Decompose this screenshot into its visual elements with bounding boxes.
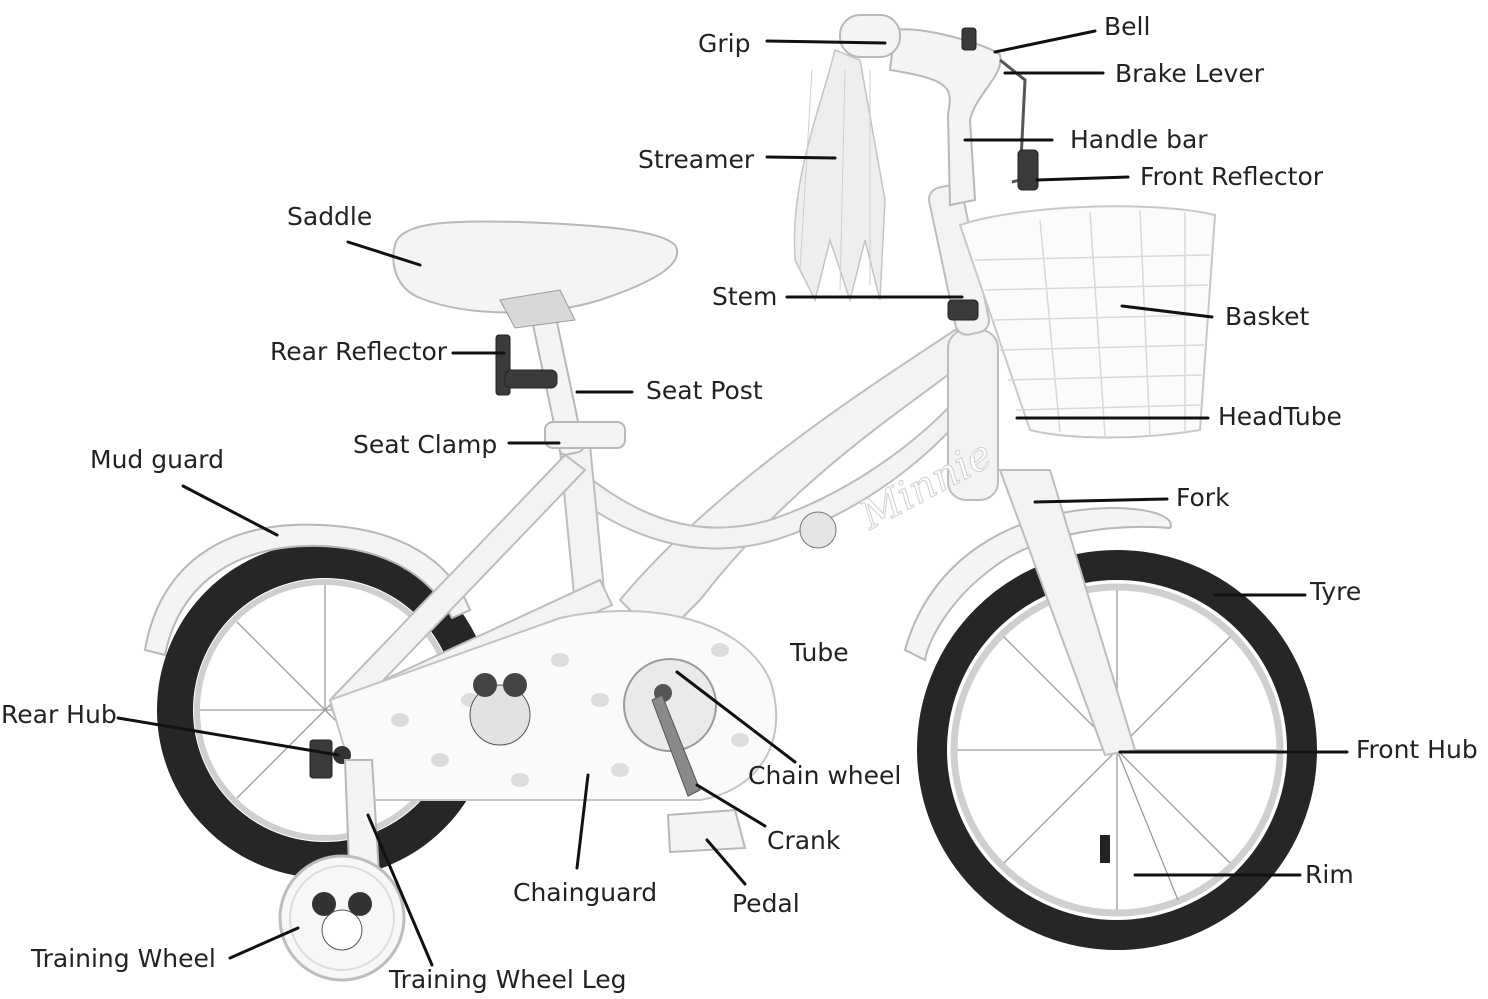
- label-fork: Fork: [1176, 483, 1230, 512]
- basket-shape: [958, 205, 1217, 439]
- label-head-tube: HeadTube: [1218, 402, 1342, 431]
- leader-chain-wheel: [675, 670, 797, 764]
- rear-mud-guard: [143, 523, 472, 657]
- front-rim: [950, 583, 1284, 917]
- label-stem: Stem: [712, 282, 777, 311]
- leader-pedal: [705, 838, 747, 886]
- label-front-hub: Front Hub: [1356, 735, 1478, 764]
- leader-bell: [993, 29, 1097, 54]
- label-seat-clamp: Seat Clamp: [353, 430, 497, 459]
- label-streamer: Streamer: [638, 145, 755, 174]
- label-chain-wheel: Chain wheel: [748, 761, 901, 790]
- leader-fork: [1033, 497, 1169, 504]
- label-rear-reflector: Rear Reflector: [270, 337, 448, 366]
- label-front-reflector: Front Reflector: [1140, 162, 1324, 191]
- label-basket: Basket: [1225, 302, 1309, 331]
- leader-saddle: [346, 240, 422, 267]
- drivetrain: [309, 609, 778, 854]
- label-training-wheel: Training Wheel: [30, 944, 216, 973]
- seat-assembly: [392, 220, 678, 456]
- leader-chainguard: [575, 773, 590, 870]
- label-grip: Grip: [698, 29, 750, 58]
- leader-lines: [116, 29, 1349, 967]
- label-rim: Rim: [1305, 860, 1354, 889]
- label-training-wheel-leg: Training Wheel Leg: [388, 965, 627, 994]
- label-seat-post: Seat Post: [646, 376, 763, 405]
- label-handle-bar: Handle bar: [1070, 125, 1208, 154]
- handlebar-assembly: [793, 14, 1039, 303]
- chainguard-shape: [328, 609, 778, 801]
- label-saddle: Saddle: [287, 202, 372, 231]
- part-labels: Grip Bell Brake Lever Streamer Handle ba…: [1, 12, 1478, 994]
- label-crank: Crank: [767, 826, 841, 855]
- streamer-shape: [793, 48, 886, 303]
- label-chainguard: Chainguard: [513, 878, 657, 907]
- leader-front-reflector: [1035, 175, 1130, 182]
- label-tube: Tube: [789, 638, 849, 667]
- leader-training-wheel-leg: [366, 813, 434, 967]
- leader-mud-guard: [181, 484, 279, 537]
- leader-streamer: [765, 155, 837, 160]
- label-mud-guard: Mud guard: [90, 445, 224, 474]
- leader-grip: [765, 39, 887, 45]
- label-brake-lever: Brake Lever: [1115, 59, 1265, 88]
- leader-rear-hub: [116, 716, 340, 757]
- label-pedal: Pedal: [732, 889, 800, 918]
- label-bell: Bell: [1104, 12, 1150, 41]
- leader-training-wheel: [228, 926, 300, 960]
- bicycle-illustration: Minnie: [143, 14, 1317, 982]
- label-rear-hub: Rear Hub: [1, 700, 117, 729]
- leader-basket: [1120, 304, 1214, 319]
- leader-crank: [695, 783, 767, 828]
- training-wheel-assembly: [278, 759, 406, 982]
- label-tyre: Tyre: [1309, 577, 1361, 606]
- saddle-shape: [392, 220, 678, 314]
